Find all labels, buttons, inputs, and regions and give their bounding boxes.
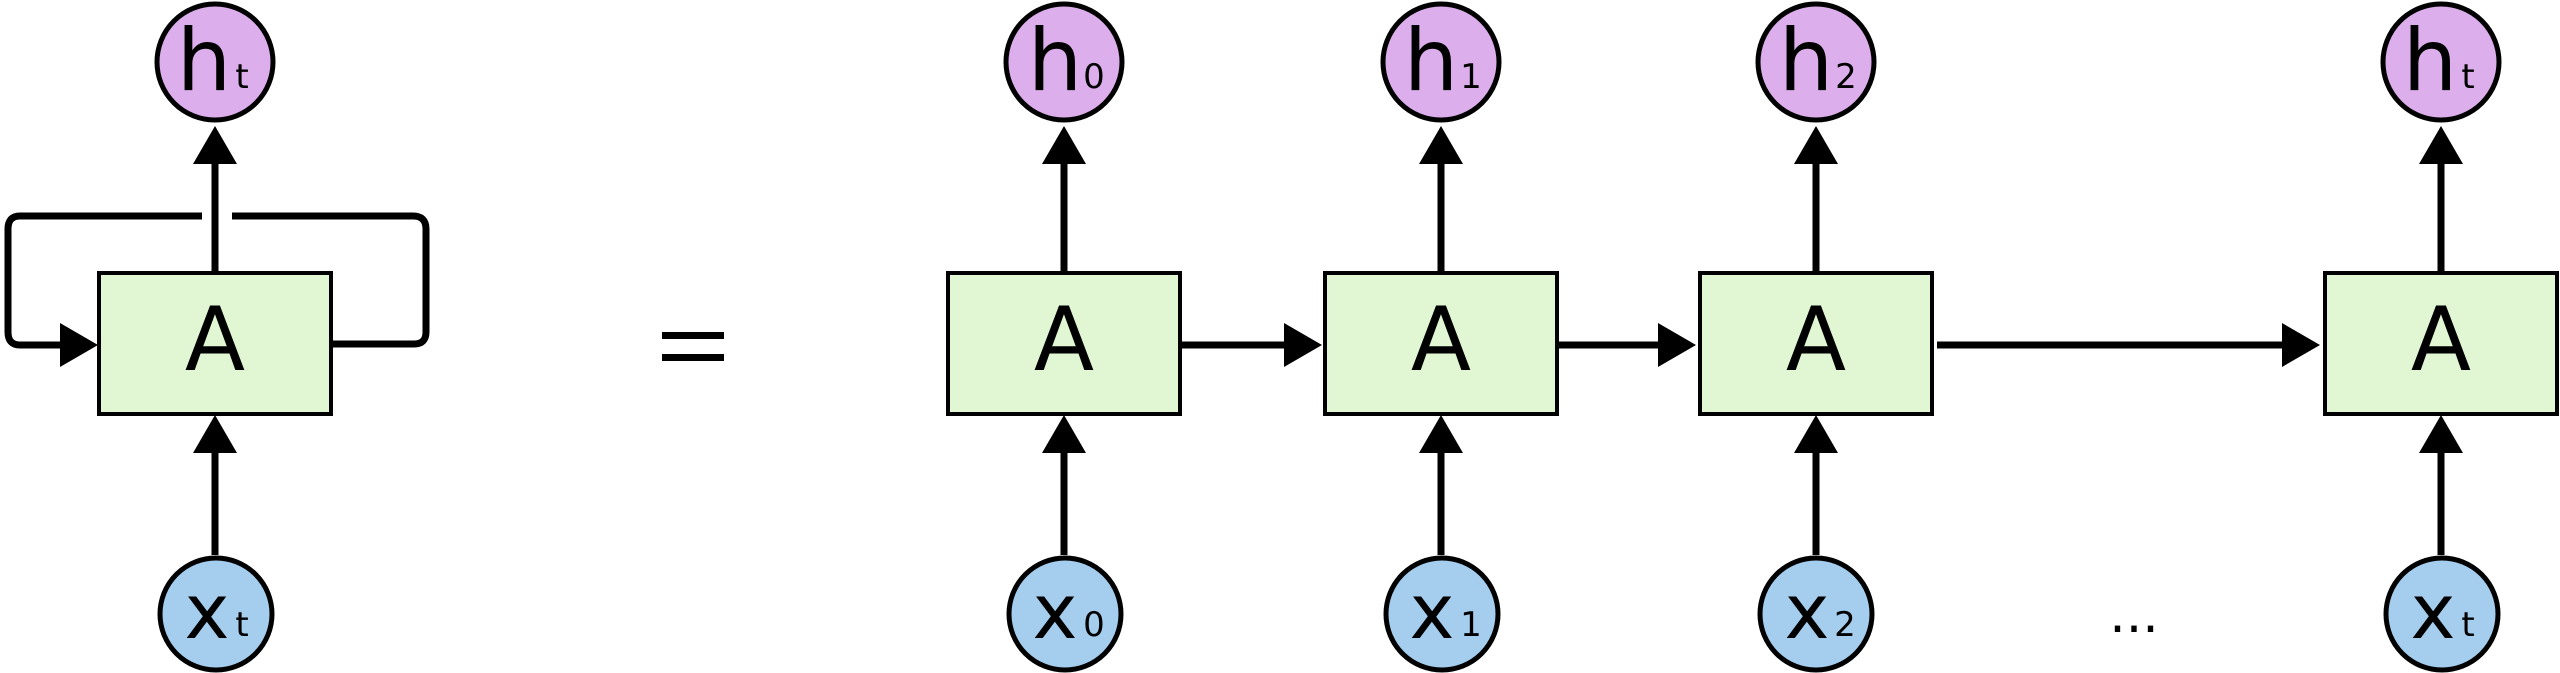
output-node-label: h: [2403, 11, 2458, 111]
input-node-subscript: 2: [1834, 605, 1856, 645]
input-node-subscript: 1: [1460, 605, 1482, 645]
recurrent-loop-arrowhead: [60, 323, 98, 367]
input-node-label: x: [1785, 567, 1830, 656]
equals-sign: =: [662, 332, 724, 361]
folded-rnn: A h t x t: [4, 1, 430, 673]
hidden-arrowhead-1-2: [1658, 323, 1696, 367]
output-node-subscript: t: [235, 57, 248, 97]
unrolled-rnn: A h 0 x 0 A h 1 x 1: [946, 1, 2559, 673]
output-node-label: h: [1028, 11, 1083, 111]
output-node-label: h: [1404, 11, 1459, 111]
output-node-subscript: t: [2461, 57, 2474, 97]
unrolled-step-0: A h 0 x 0: [946, 1, 1182, 673]
output-node: [1380, 1, 1502, 123]
input-node: [1383, 555, 1501, 673]
rnn-cell-label: A: [1786, 288, 1846, 391]
rnn-cell: [2323, 271, 2559, 416]
output-arrowhead: [2419, 126, 2463, 164]
input-node-subscript: 0: [1083, 605, 1105, 645]
unrolled-step-1: A h 1 x 1: [1323, 1, 1559, 673]
output-node-subscript: 2: [1835, 57, 1857, 97]
input-arrowhead: [1419, 415, 1463, 453]
unrolled-step-t: A h t x t: [2323, 1, 2559, 673]
output-node: [1003, 1, 1125, 123]
rnn-cell: [946, 271, 1182, 416]
input-arrowhead: [1042, 415, 1086, 453]
input-node-subscript: t: [2461, 605, 2474, 645]
ellipsis: ...: [2109, 585, 2159, 645]
output-node-subscript: 1: [1460, 57, 1482, 97]
rnn-cell-label: A: [1034, 288, 1094, 391]
recurrent-loop-left: [4, 212, 202, 349]
input-node-label: x: [1410, 567, 1455, 656]
hidden-arrowhead-2-t: [2282, 323, 2320, 367]
output-node: [1755, 1, 1877, 123]
output-arrowhead: [1042, 126, 1086, 164]
output-arrowhead: [1794, 126, 1838, 164]
output-node-label: h: [177, 11, 232, 111]
rnn-cell-label: A: [1411, 288, 1471, 391]
output-arrowhead: [193, 126, 237, 164]
input-node-subscript: t: [235, 605, 248, 645]
input-node: [1006, 555, 1124, 673]
input-arrowhead: [1794, 415, 1838, 453]
recurrent-loop-right: [232, 212, 430, 348]
output-node: [2380, 1, 2502, 123]
rnn-cell: [97, 271, 333, 416]
output-node-label: h: [1779, 11, 1834, 111]
input-node-label: x: [1033, 567, 1078, 656]
unrolled-step-2: A h 2 x 2: [1698, 1, 1934, 673]
output-node: [154, 1, 276, 123]
rnn-cell-label: A: [185, 288, 245, 391]
output-arrowhead: [1419, 126, 1463, 164]
input-node-label: x: [2411, 567, 2456, 656]
input-arrowhead: [2419, 415, 2463, 453]
hidden-arrowhead-0-1: [1284, 323, 1322, 367]
input-node-label: x: [185, 567, 230, 656]
input-node: [157, 555, 275, 673]
rnn-cell: [1323, 271, 1559, 416]
output-node-subscript: 0: [1083, 57, 1105, 97]
input-node: [2383, 555, 2501, 673]
input-arrowhead: [193, 415, 237, 453]
rnn-cell-label: A: [2411, 288, 2471, 391]
rnn-cell: [1698, 271, 1934, 416]
input-node: [1757, 555, 1875, 673]
